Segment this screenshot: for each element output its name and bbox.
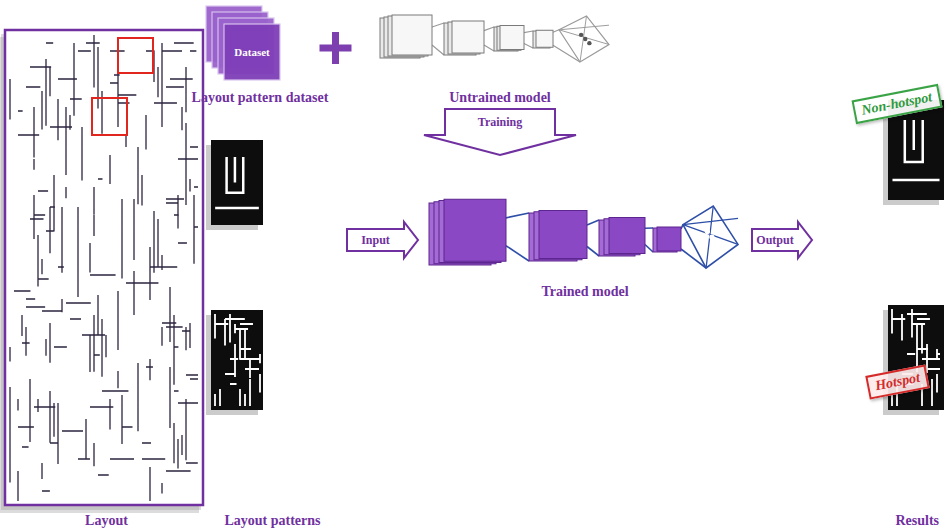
- fully-connected-links: [683, 206, 738, 268]
- network-illustration: [429, 199, 738, 268]
- selection-box: [118, 38, 153, 73]
- layout-illustration: [0, 30, 203, 513]
- neuron-dot: [583, 37, 587, 41]
- caption: Results: [895, 513, 939, 529]
- illustration: [0, 25, 205, 531]
- feature-map: [609, 218, 645, 254]
- pattern-group: Layout patterns: [201, 135, 344, 531]
- pattern-wire: [892, 120, 939, 180]
- pattern-wire: [215, 157, 259, 208]
- caption: Layout: [0, 513, 213, 529]
- results-group: ResultsNon-hotspotHotspot: [815, 80, 949, 531]
- model-illustration: Trained model: [421, 158, 749, 303]
- neuron-dot: [714, 240, 719, 245]
- layout-pattern: [206, 140, 263, 230]
- network-link: [587, 247, 599, 257]
- pattern-wires: [215, 314, 260, 406]
- neuron-dot: [705, 229, 710, 234]
- dataset-label: Dataset: [224, 46, 280, 59]
- feature-map: [539, 211, 587, 259]
- arrow-label: Input: [361, 233, 390, 247]
- network-link: [432, 23, 444, 27]
- fully-connected-links: [559, 16, 609, 62]
- block-arrow: [424, 109, 576, 155]
- feature-map: [392, 15, 432, 55]
- network-link: [432, 45, 444, 55]
- network-link: [484, 27, 494, 31]
- network-link: [553, 45, 580, 62]
- caption: Trained model: [421, 284, 749, 300]
- feature-map: [452, 21, 484, 53]
- arrow-label: Training: [478, 115, 522, 129]
- selection-box: [92, 98, 127, 135]
- fully-connected-layer: [683, 206, 738, 268]
- caption: Layout patterns: [201, 513, 344, 529]
- layout-pattern: [883, 305, 944, 415]
- network-link: [506, 246, 529, 261]
- plus-bar: [320, 45, 352, 52]
- layout-wires: [10, 35, 198, 501]
- layout-panel: Layout: [0, 25, 213, 531]
- network-link: [484, 45, 494, 51]
- block-arrow: [752, 222, 812, 258]
- network-link: [524, 44, 533, 49]
- feature-map: [500, 26, 524, 50]
- feature-map: [657, 227, 681, 251]
- neuron-dot: [587, 41, 591, 45]
- pattern-tile: [211, 310, 263, 410]
- network-link: [506, 213, 529, 218]
- tag-text: Hotspot: [874, 370, 921, 393]
- dataset-sheet: [224, 24, 280, 80]
- layout-sheet: [5, 30, 203, 505]
- network-illustration: [380, 15, 609, 62]
- fully-connected-layer: [559, 16, 609, 62]
- block-arrow: [347, 222, 418, 258]
- pattern-tile: [211, 140, 263, 225]
- network-link: [681, 249, 706, 268]
- network-link: [645, 245, 653, 253]
- illustration: [421, 158, 741, 303]
- feature-map: [536, 30, 553, 47]
- network-link: [553, 30, 559, 32]
- arrow-label: Output: [756, 233, 793, 247]
- network-link: [587, 220, 599, 225]
- layout-pattern: [206, 310, 263, 415]
- feature-map: [444, 199, 506, 261]
- neuron-dot: [709, 234, 714, 239]
- caption: Untrained model: [376, 90, 624, 106]
- dataset-stack: [206, 6, 280, 80]
- neuron-dot: [579, 33, 583, 37]
- illustration: [815, 80, 949, 531]
- plus-symbol: [320, 32, 352, 64]
- network-link: [524, 31, 533, 33]
- network-link: [645, 227, 653, 229]
- caption: Layout pattern dataset: [166, 90, 354, 106]
- illustration: [201, 135, 336, 531]
- model-illustration: Untrained model: [376, 2, 624, 106]
